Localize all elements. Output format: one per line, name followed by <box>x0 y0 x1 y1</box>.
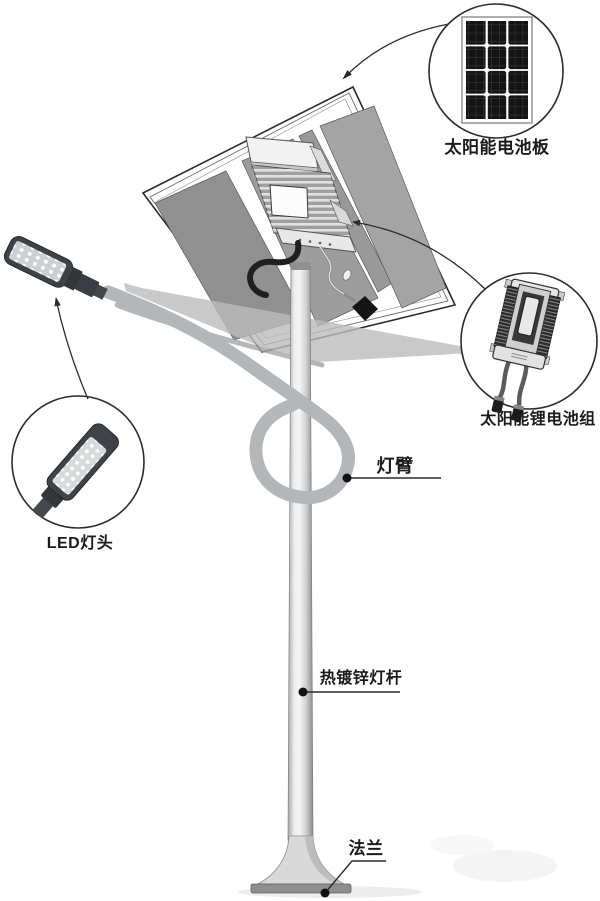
lamp-arm-tube <box>101 285 356 505</box>
label-galvanized-pole: 热镀锌灯杆 <box>319 670 403 687</box>
led-lamp-head-main <box>3 236 108 300</box>
controller-cables <box>247 240 378 321</box>
arrow-solar-panel <box>344 23 450 78</box>
label-led-lamp-head: LED灯头 <box>46 535 114 552</box>
flange-plate <box>250 883 352 894</box>
label-solar-panel: 太阳能电池板 <box>444 138 550 157</box>
leader-dots <box>298 473 352 898</box>
arrow-led-head <box>55 298 89 400</box>
arrow-battery <box>353 221 486 290</box>
controller-box <box>245 136 357 253</box>
leader-flange <box>324 860 386 894</box>
pole-top-cap <box>291 263 310 270</box>
battery-pack-detail <box>489 278 566 422</box>
led-head-detail <box>32 423 119 519</box>
label-lithium-battery: 太阳能锂电池组 <box>480 411 596 428</box>
label-lamp-arm: 灯臂 <box>376 456 414 476</box>
leader-lines <box>303 477 441 894</box>
label-flange: 法兰 <box>348 839 384 858</box>
light-pole <box>287 262 314 841</box>
power-cable <box>247 240 302 298</box>
cable-connector-box <box>352 296 378 321</box>
callout-arrows <box>55 23 486 400</box>
solar-panel-detail <box>461 16 533 124</box>
arrow-heads <box>54 70 361 307</box>
